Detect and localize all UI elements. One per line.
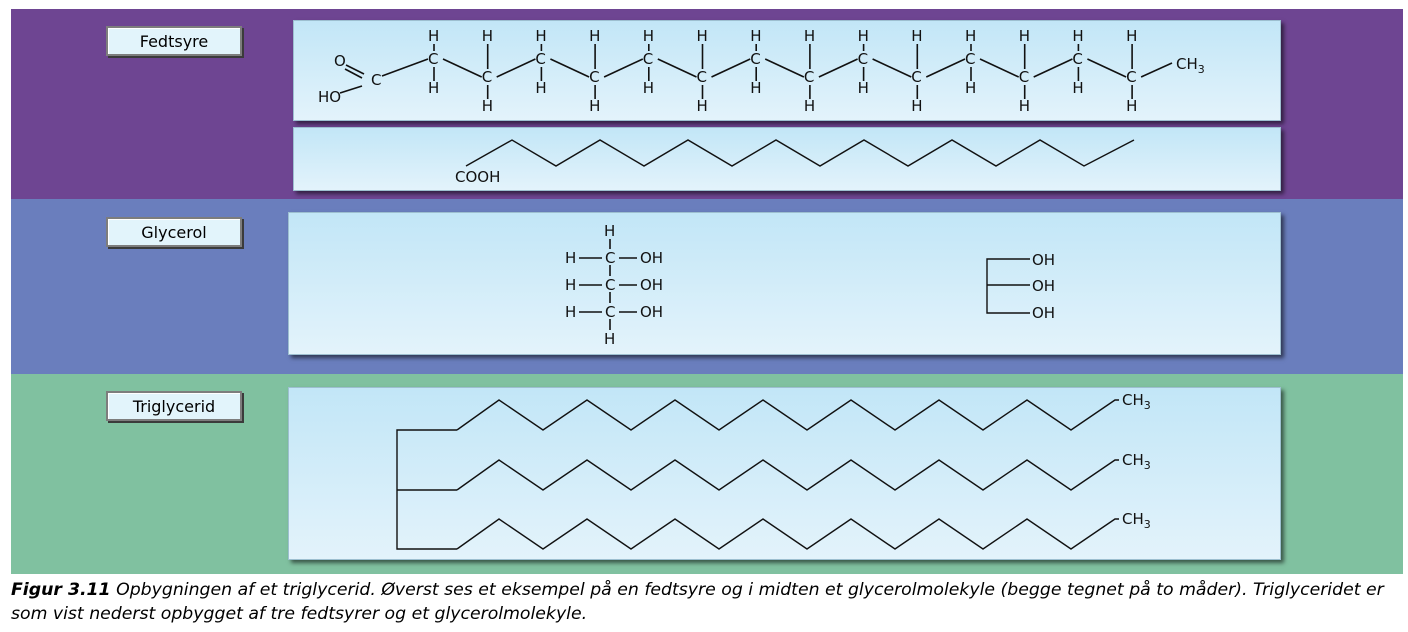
chain-hydrogen-bottom: H xyxy=(911,97,922,115)
fatty-acid-chain-2 xyxy=(456,459,1119,491)
chain-carbon: C xyxy=(804,68,814,86)
left-hydrogen-2: H xyxy=(565,276,576,294)
chain-carbon: C xyxy=(428,50,438,68)
skeletal-hydroxyl-1: OH xyxy=(1032,251,1055,269)
chain-hydrogen-top: H xyxy=(965,27,976,45)
top-hydrogen: H xyxy=(604,222,615,240)
fatty-acid-skeletal-panel: COOH xyxy=(293,127,1281,191)
chain-hydrogen-bottom: H xyxy=(1126,97,1137,115)
chain-hydrogen-top: H xyxy=(1126,27,1137,45)
carbon-3: C xyxy=(605,303,615,321)
hydroxyl-1: OH xyxy=(640,249,663,267)
carbon-1: C xyxy=(605,249,615,267)
triglyceride-label: Triglycerid xyxy=(106,391,242,421)
chain-carbon: C xyxy=(589,68,599,86)
chain-hydrogen-bottom: H xyxy=(643,79,654,97)
chain-hydrogen-top: H xyxy=(1072,27,1083,45)
chain-carbon: C xyxy=(965,50,975,68)
acid-group-label: COOH xyxy=(455,168,500,186)
methyl-group: CH3 xyxy=(1176,55,1205,76)
chain-hydrogen-top: H xyxy=(804,27,815,45)
chain-methyl-2: CH3 xyxy=(1122,451,1151,472)
caption-text: Opbygningen af et triglycerid. Øverst se… xyxy=(11,580,1384,624)
chain-hydrogen-top: H xyxy=(697,27,708,45)
fatty-acid-structural-formula: O HO C CHHCHHCHHCHHCHHCHHCHHCHHCHHCHHCHH… xyxy=(318,27,1205,115)
chain-hydrogen-bottom: H xyxy=(965,79,976,97)
chain-hydrogen-bottom: H xyxy=(697,97,708,115)
chain-hydrogen-bottom: H xyxy=(428,79,439,97)
chain-methyl-3: CH3 xyxy=(1122,510,1151,531)
glycerol-skeletal-formula: OH OH OH xyxy=(986,251,1055,322)
fatty-acid-chain-3 xyxy=(456,518,1119,550)
hydroxyl-3: OH xyxy=(640,303,663,321)
chain-methyl-1: CH3 xyxy=(1122,391,1151,412)
fatty-acid-skeletal-formula: COOH xyxy=(455,139,1135,186)
chain-hydrogen-bottom: H xyxy=(535,79,546,97)
chain-hydrogen-top: H xyxy=(482,27,493,45)
chain-carbon: C xyxy=(482,68,492,86)
glycerol-panel: H H C OH H C OH H C OH H OH O xyxy=(288,212,1281,355)
chain-carbon: C xyxy=(643,50,653,68)
left-hydrogen-1: H xyxy=(565,249,576,267)
carboxyl-carbon: C xyxy=(371,71,381,89)
acid-oxygen: O xyxy=(334,52,346,70)
fatty-acid-label: Fedtsyre xyxy=(106,26,242,56)
glycerol-structural-formula: H H C OH H C OH H C OH H xyxy=(565,222,663,348)
chain-hydrogen-top: H xyxy=(911,27,922,45)
figure-caption: Figur 3.11 Opbygningen af et triglycerid… xyxy=(11,578,1403,626)
chain-carbon: C xyxy=(750,50,760,68)
chain-hydrogen-top: H xyxy=(858,27,869,45)
chain-hydrogen-top: H xyxy=(535,27,546,45)
skeletal-hydroxyl-2: OH xyxy=(1032,277,1055,295)
chain-carbon: C xyxy=(1126,68,1136,86)
figure-number: Figur 3.11 xyxy=(11,580,111,600)
chain-hydrogen-bottom: H xyxy=(589,97,600,115)
chain-carbon: C xyxy=(911,68,921,86)
fatty-acid-chain-1 xyxy=(456,399,1119,431)
chain-carbon: C xyxy=(858,50,868,68)
chain-hydrogen-top: H xyxy=(750,27,761,45)
chain-hydrogen-top: H xyxy=(643,27,654,45)
glycerol-label: Glycerol xyxy=(106,217,242,247)
chain-hydrogen-bottom: H xyxy=(1072,79,1083,97)
carbon-2: C xyxy=(605,276,615,294)
chain-hydrogen-bottom: H xyxy=(750,79,761,97)
fatty-acid-carbon-chain: CHHCHHCHHCHHCHHCHHCHHCHHCHHCHHCHHCHHCHHC… xyxy=(381,27,1173,115)
chain-hydrogen-bottom: H xyxy=(858,79,869,97)
chain-hydrogen-top: H xyxy=(428,27,439,45)
chain-carbon: C xyxy=(535,50,545,68)
chain-carbon: C xyxy=(1019,68,1029,86)
bottom-hydrogen: H xyxy=(604,330,615,348)
chain-hydrogen-bottom: H xyxy=(1019,97,1030,115)
chain-carbon: C xyxy=(697,68,707,86)
chain-hydrogen-bottom: H xyxy=(804,97,815,115)
chain-hydrogen-top: H xyxy=(589,27,600,45)
chain-hydrogen-bottom: H xyxy=(482,97,493,115)
chain-hydrogen-top: H xyxy=(1019,27,1030,45)
glycerol-formulas: H H C OH H C OH H C OH H OH O xyxy=(565,222,1055,348)
hydroxyl-2: OH xyxy=(640,276,663,294)
skeletal-hydroxyl-3: OH xyxy=(1032,304,1055,322)
chain-carbon: C xyxy=(1072,50,1082,68)
acid-hydroxyl: HO xyxy=(318,88,341,106)
left-hydrogen-3: H xyxy=(565,303,576,321)
